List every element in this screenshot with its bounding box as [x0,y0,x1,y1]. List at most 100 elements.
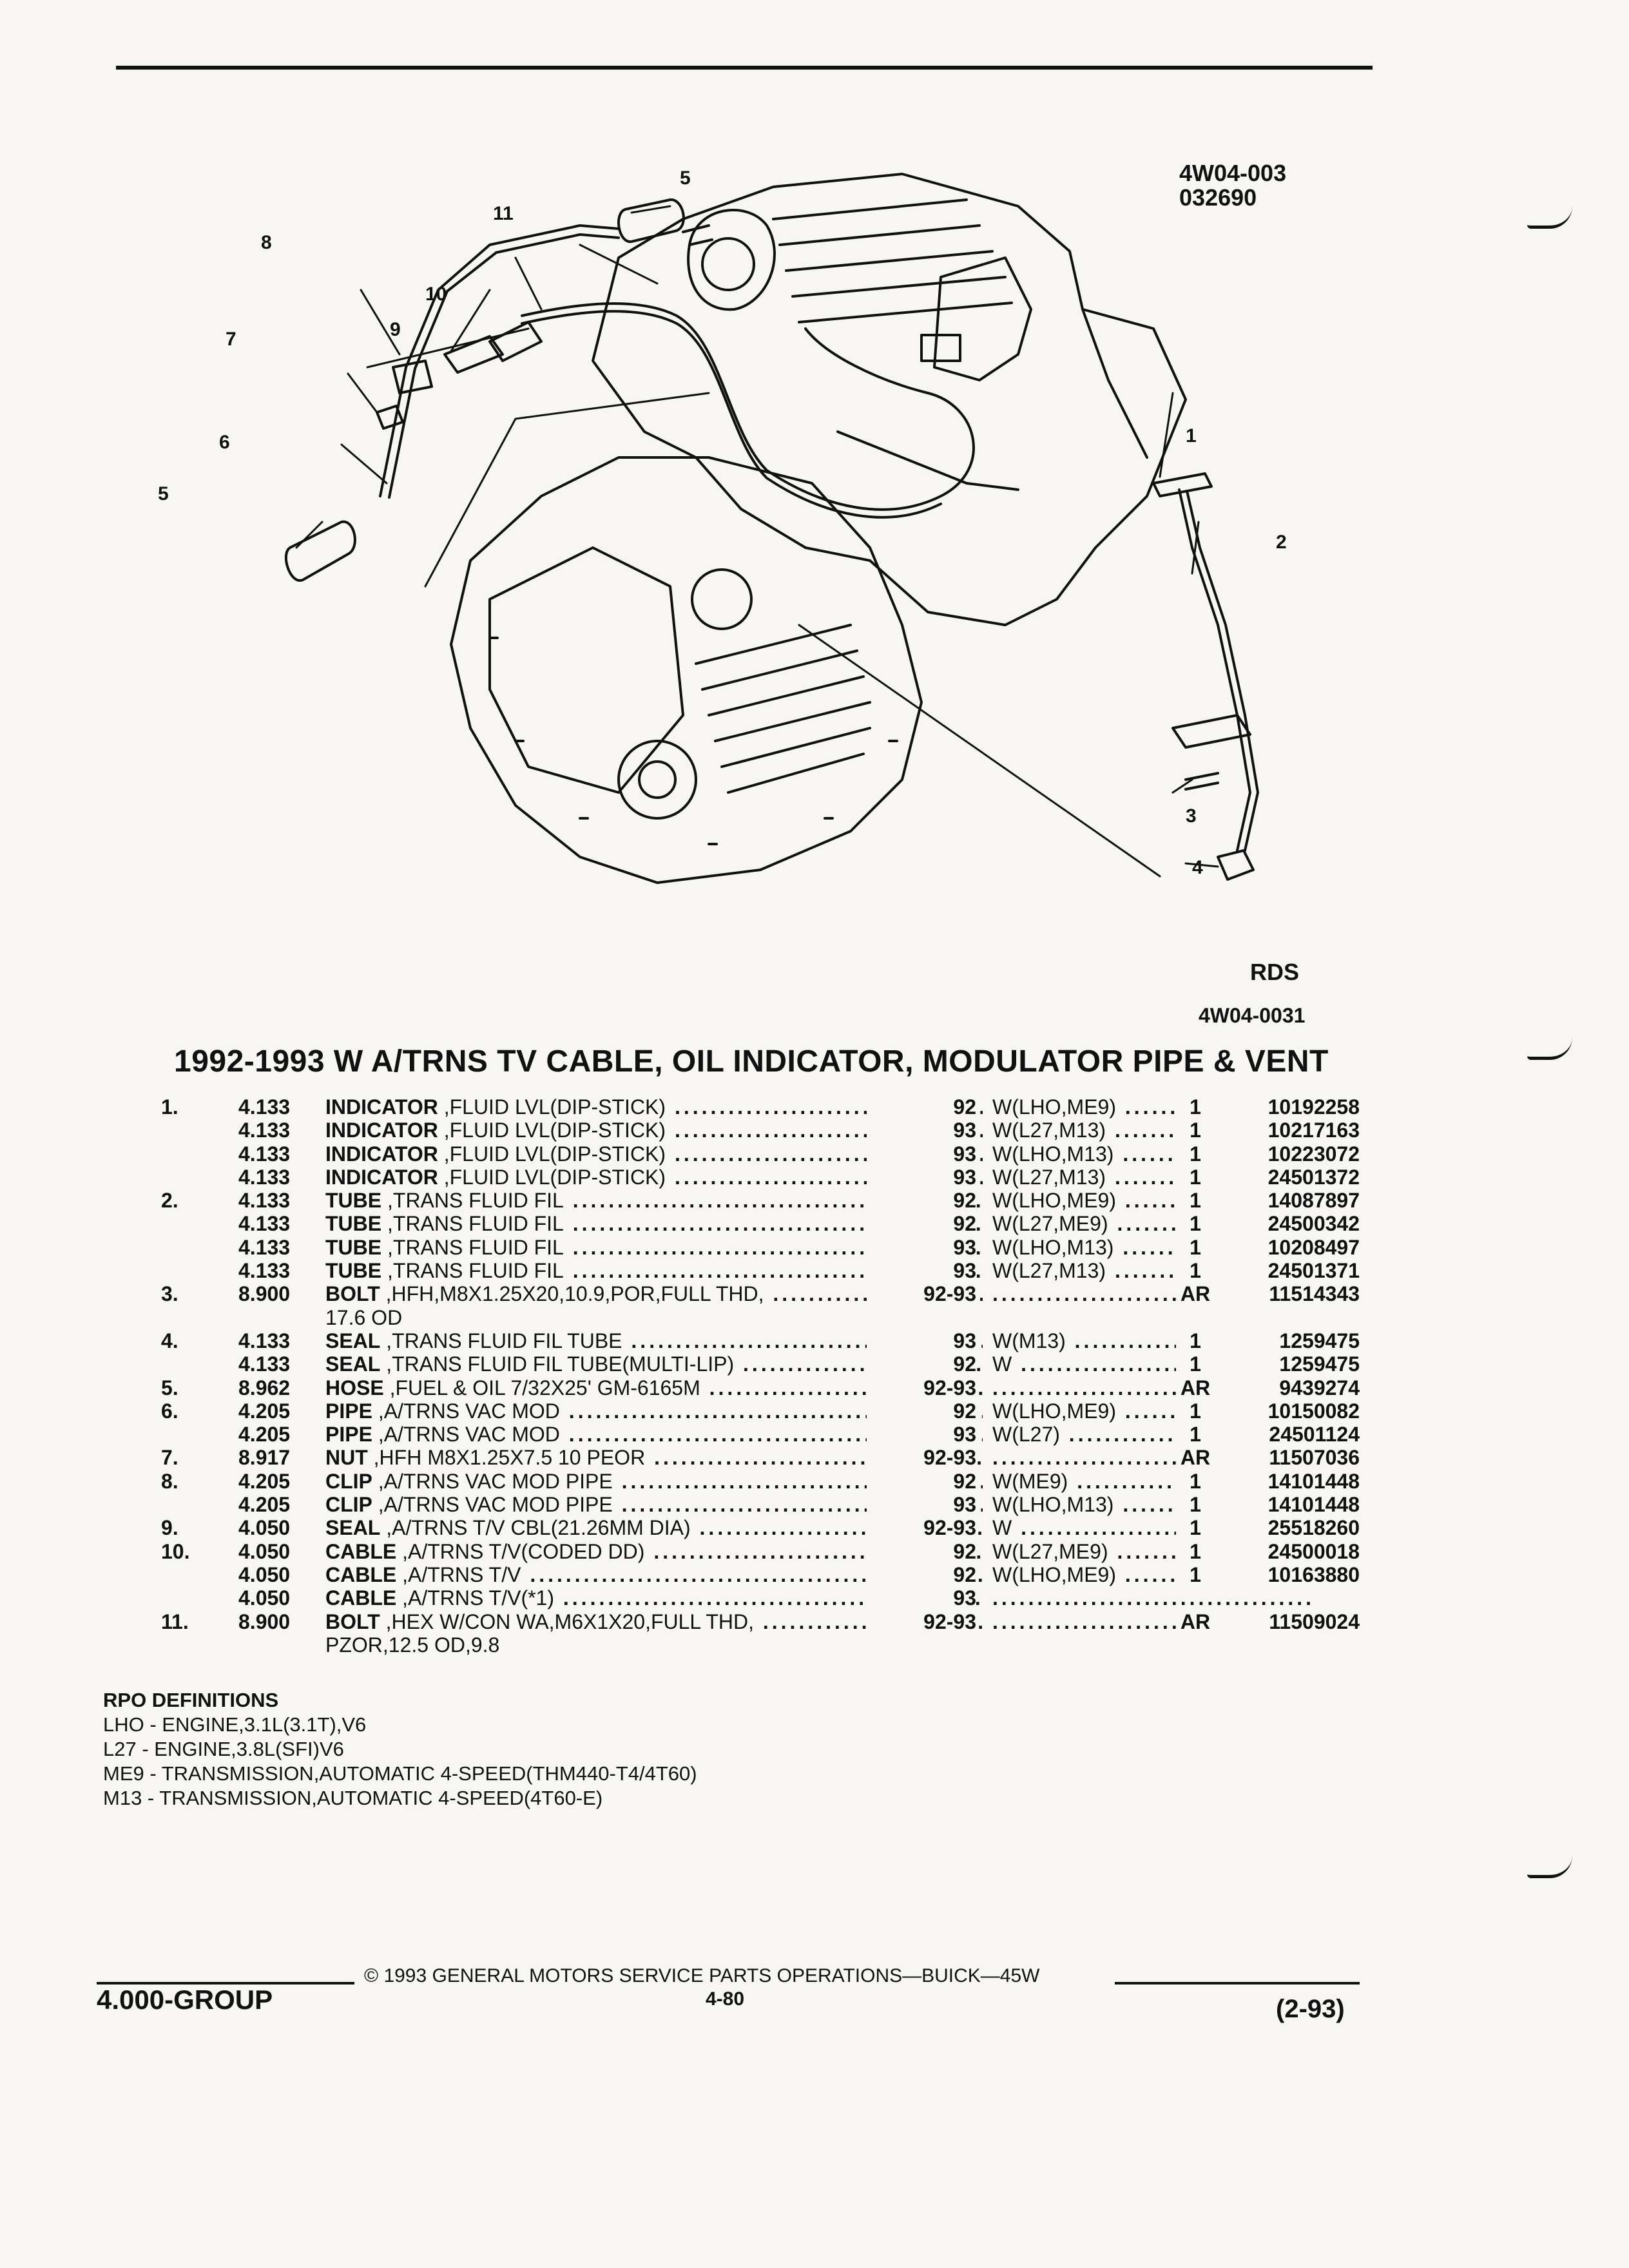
part-number: 9439274 [1211,1376,1360,1400]
tv-bracket [933,256,1032,381]
tv-cable [521,302,975,511]
group-code: 4.133 [238,1095,291,1119]
model-year: 92-93 [867,1516,976,1541]
application: ........................................… [992,1586,1315,1610]
application-code: W(L27,M13) [992,1119,1106,1142]
callout-8: 8 [261,232,272,253]
part-number: 1259475 [1211,1352,1360,1377]
quantity: 1 [1176,1189,1215,1213]
rpo-item: L27 - ENGINE,3.8L(SFI)V6 [103,1738,344,1760]
group-code: 4.205 [238,1423,291,1446]
case-bolts [488,637,898,845]
group-code: 4.133 [238,1259,291,1283]
part-number: 24501124 [1211,1423,1360,1447]
application-code: W(L27) [992,1423,1060,1446]
part-number: 10150082 [1211,1399,1360,1423]
callout-1: 1 [1186,425,1197,447]
group-code: 4.133 [238,1189,291,1213]
part-description: SEAL ,A/TRNS T/V CBL(21.26MM DIA) ......… [325,1516,983,1540]
table-row: 17.6 OD [142,1306,1379,1329]
model-year: 93 [867,1119,976,1143]
application-code: W(ME9) [992,1469,1068,1493]
part-name: BOLT [325,1610,380,1633]
part-description: TUBE ,TRANS FLUID FIL ..................… [325,1189,983,1213]
part-detail: ,TRANS FLUID FIL TUBE(MULTI-LIP) [386,1352,735,1376]
quantity: 1 [1176,1165,1215,1189]
part-name: TUBE [325,1235,382,1259]
part-detail: ,FLUID LVL(DIP-STICK) [443,1095,666,1119]
part-detail: ,FLUID LVL(DIP-STICK) [443,1142,666,1166]
model-year: 92 [867,1469,976,1494]
quantity: 1 [1176,1329,1215,1353]
part-detail: ,A/TRNS T/V(CODED DD) [402,1539,645,1563]
group-code: 4.133 [238,1119,291,1142]
item-number: 1. [161,1095,178,1119]
part-detail: ,TRANS FLUID FIL TUBE [386,1329,622,1352]
model-year: 93 [867,1142,976,1166]
part-name: TUBE [325,1212,382,1236]
part-name: INDICATOR [325,1165,438,1189]
group-code: 4.133 [238,1212,291,1236]
part-name: SEAL [325,1352,381,1376]
fill-tube-seal [1217,849,1255,881]
item-number: 9. [161,1516,178,1540]
item-number: 4. [161,1329,178,1352]
part-detail: ,FLUID LVL(DIP-STICK) [443,1119,666,1142]
quantity: 1 [1176,1142,1215,1166]
tv-cable-inner [521,310,942,519]
part-detail: ,A/TRNS T/V CBL(21.26MM DIA) [386,1516,691,1540]
part-number: 10217163 [1211,1119,1360,1143]
dipstick-tube-inner [1186,490,1259,852]
footer-group: 4.000-GROUP [97,1984,273,2015]
application-code: W(LHO,ME9) [992,1399,1116,1423]
model-year: 93 [867,1235,976,1260]
model-year: 93 [867,1259,976,1283]
group-code: 4.205 [238,1469,291,1493]
part-name: PIPE [325,1423,372,1446]
application-code: W(L27,ME9) [992,1539,1108,1563]
quantity: 1 [1176,1493,1215,1517]
part-name: PIPE [325,1399,372,1423]
group-code: 8.900 [238,1282,291,1306]
part-name: NUT [325,1446,368,1470]
engine-outline [592,173,1187,626]
model-year: 92 [867,1352,976,1377]
model-year: 93 [867,1493,976,1517]
scan-mark [1527,1856,1572,1878]
quantity: 1 [1176,1562,1215,1587]
quantity: AR [1176,1282,1215,1307]
part-detail: ,A/TRNS VAC MOD [378,1423,560,1446]
part-number: 10192258 [1211,1095,1360,1119]
rpo-header: RPO DEFINITIONS [103,1689,279,1711]
quantity: AR [1176,1446,1215,1470]
model-year: 92 [867,1095,976,1119]
fill-tube-bracket [1171,714,1251,749]
transmission-illustration [284,173,1259,884]
group-code: 4.133 [238,1165,291,1189]
callout-6: 6 [219,432,230,453]
rpo-item: LHO - ENGINE,3.1L(3.1T),V6 [103,1713,367,1736]
item-number: 5. [161,1376,178,1399]
part-detail: ,HFH M8X1.25X7.5 10 PEOR [373,1446,646,1470]
part-number: 14101448 [1211,1493,1360,1517]
model-year: 92-93 [867,1446,976,1470]
figure-code: 4W04-003 032690 [1179,161,1286,210]
scan-mark [1527,206,1572,229]
part-name: CLIP [325,1469,372,1493]
part-name: CABLE [325,1539,397,1563]
group-code: 4.050 [238,1516,291,1540]
part-detail: ,A/TRNS VAC MOD [378,1399,560,1423]
part-number: 24500018 [1211,1539,1360,1564]
part-number: 10208497 [1211,1235,1360,1260]
rpo-item: M13 - TRANSMISSION,AUTOMATIC 4-SPEED(4T6… [103,1787,603,1809]
application-code: W(LHO,ME9) [992,1562,1116,1586]
group-code: 4.133 [238,1235,291,1259]
group-code: 4.050 [238,1562,291,1586]
callout-4: 4 [1192,857,1203,878]
